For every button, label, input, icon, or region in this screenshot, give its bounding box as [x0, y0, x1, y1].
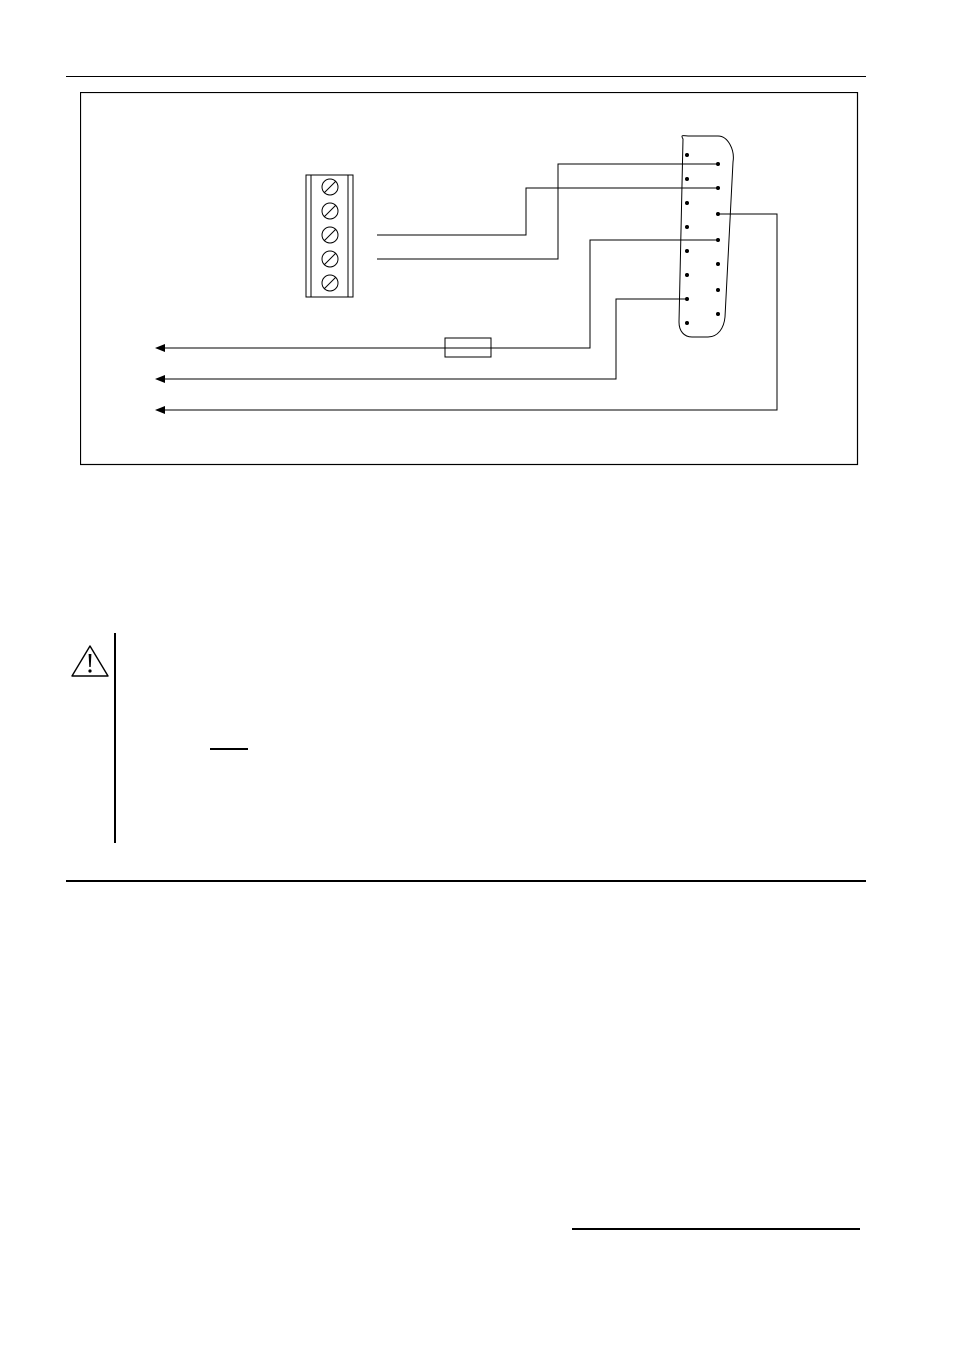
terminal-screw	[321, 202, 339, 220]
wire-terminal-upper	[377, 187, 718, 236]
terminal-block	[305, 174, 354, 298]
terminal-screw	[321, 250, 339, 268]
warning-triangle-icon	[71, 645, 109, 677]
overline-mark	[210, 748, 248, 750]
diagram-frame	[80, 92, 859, 466]
dsub-connector	[678, 135, 734, 338]
section-rule	[66, 880, 866, 882]
terminal-screw	[321, 178, 339, 196]
lead-1	[491, 239, 718, 349]
lead-2	[155, 298, 687, 383]
wire-terminal-lower	[377, 163, 718, 260]
caution-side-bar	[114, 633, 116, 843]
lead-3	[155, 213, 778, 414]
wiring-diagram	[80, 92, 859, 466]
footer-rule	[572, 1228, 860, 1230]
terminal-screw	[321, 274, 339, 292]
header-rule	[66, 76, 866, 77]
terminal-screw	[321, 226, 339, 244]
